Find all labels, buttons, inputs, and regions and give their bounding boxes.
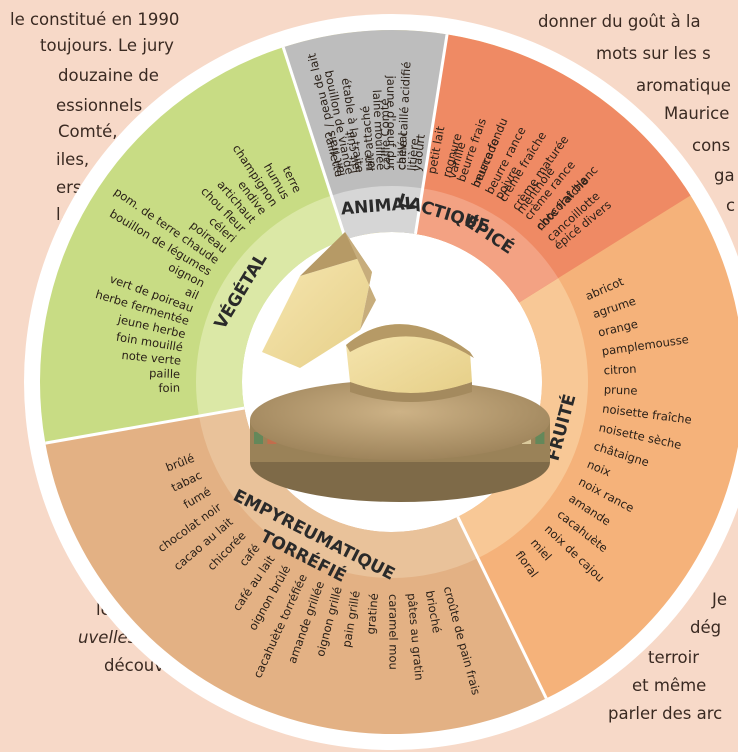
aroma-term: paille [149, 366, 180, 381]
aroma-term: citron [603, 362, 637, 378]
aroma-term: prune [604, 382, 638, 397]
aroma-term: foin [158, 381, 180, 396]
aroma-term: caramel mou [386, 594, 400, 670]
